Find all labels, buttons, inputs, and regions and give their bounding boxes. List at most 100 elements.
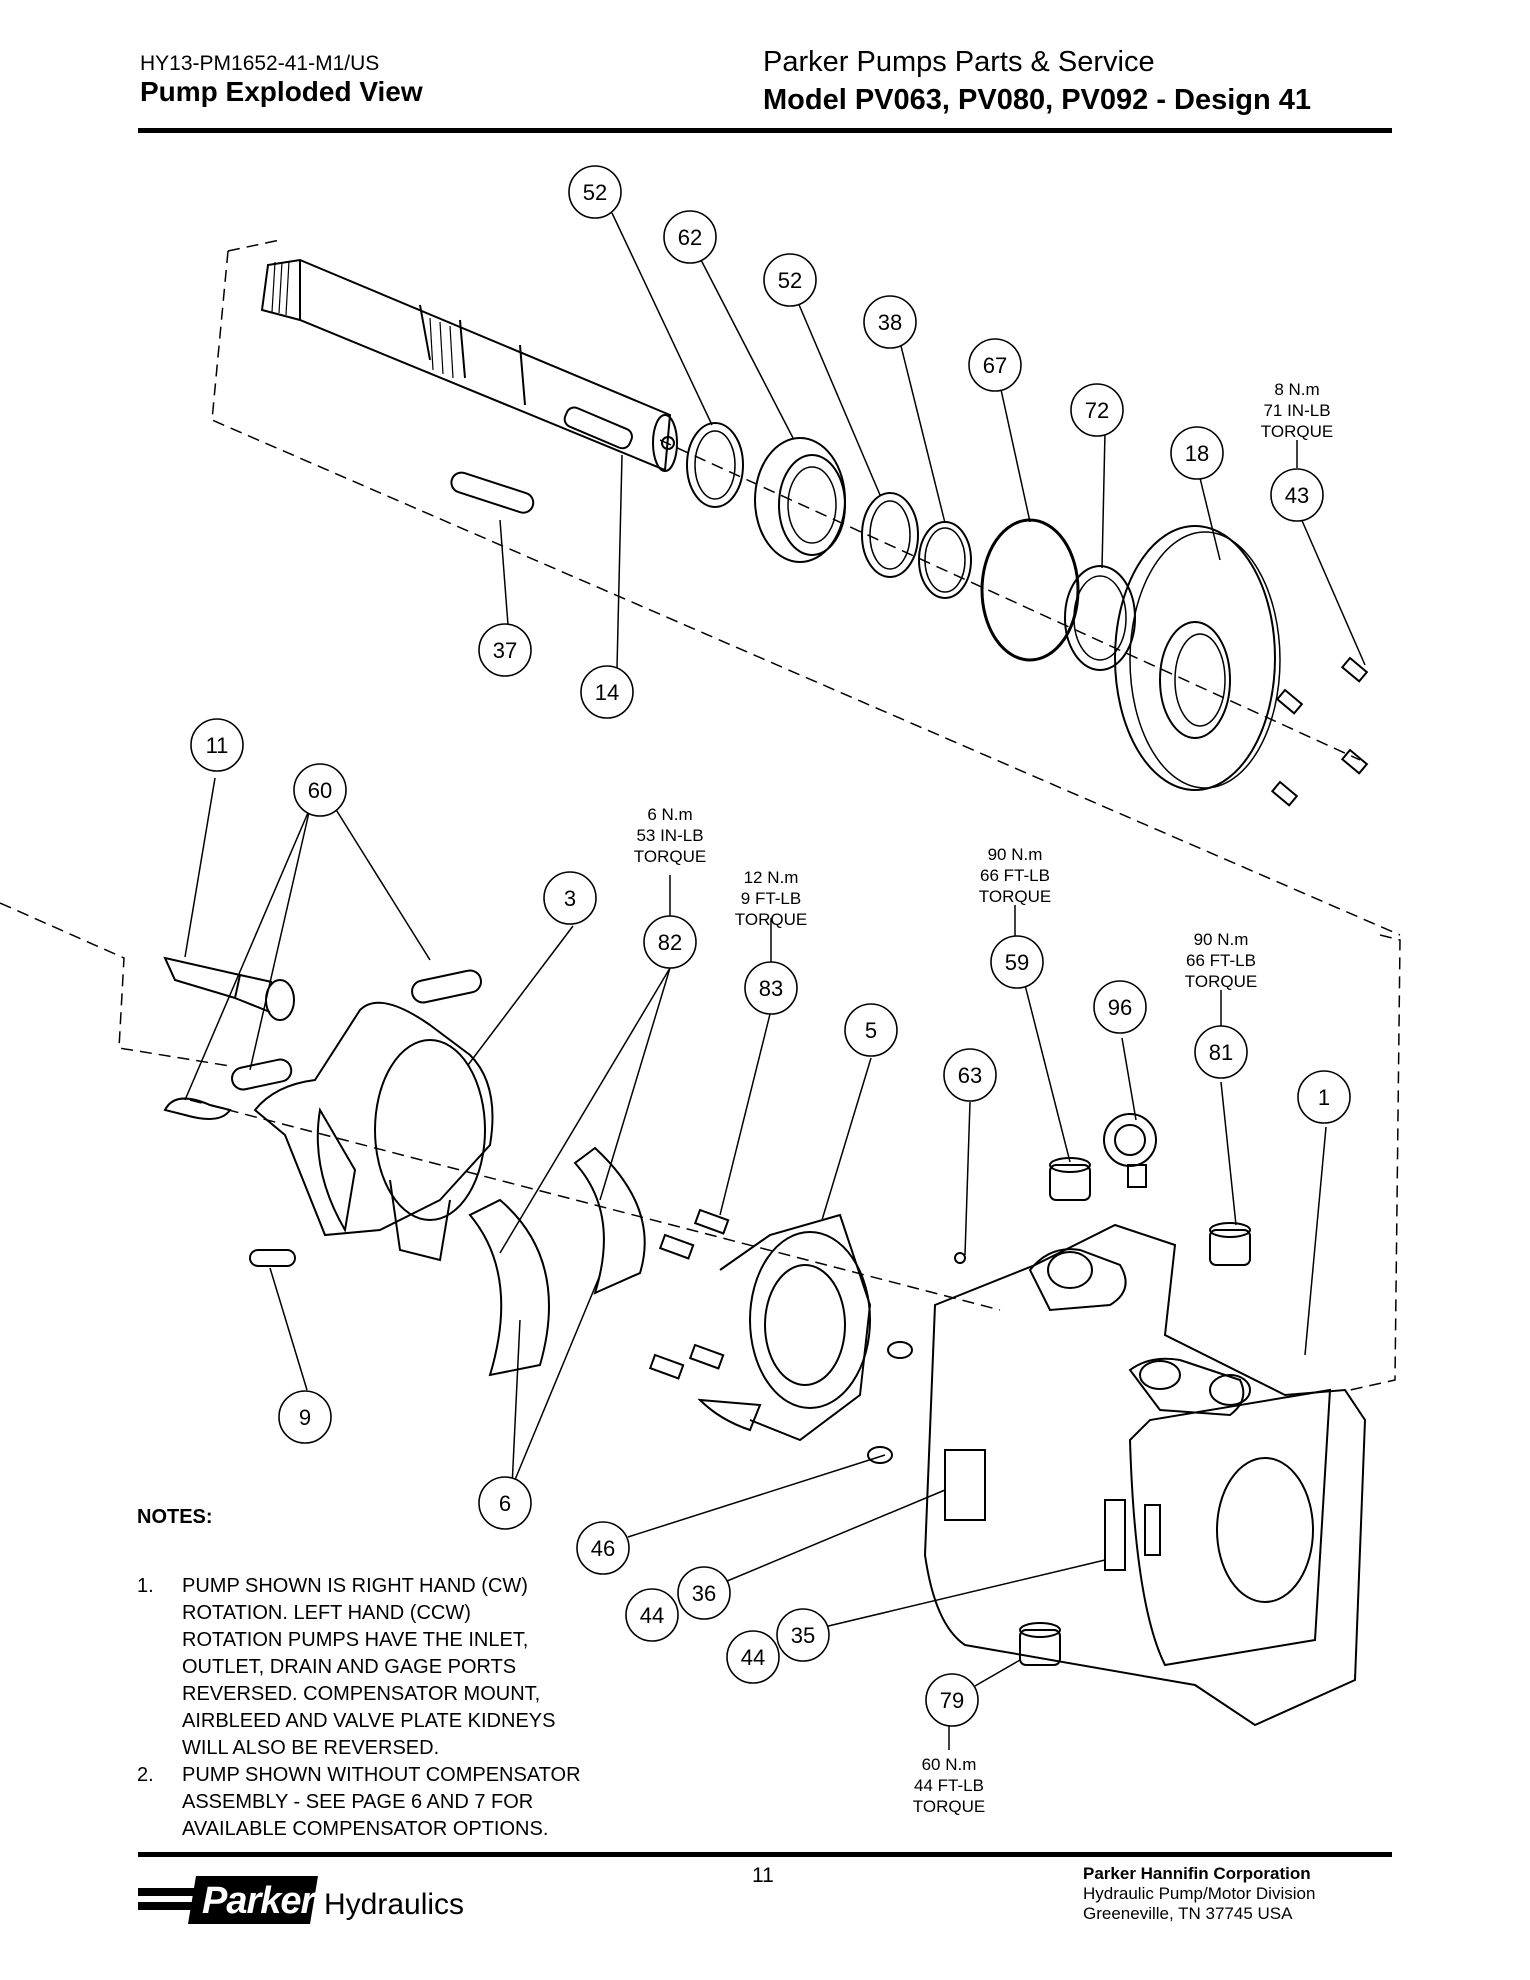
torque-line: 12 N.m <box>744 868 799 887</box>
header-rule <box>138 128 1392 133</box>
model-title: Model PV063, PV080, PV092 - Design 41 <box>763 84 1312 116</box>
callout-circle <box>478 1476 532 1530</box>
callout-circle <box>776 1608 830 1662</box>
callout-label: 81 <box>1209 1040 1233 1065</box>
centerline <box>659 439 1361 761</box>
callout-52a: 52 <box>568 165 622 219</box>
callout-59: 59 <box>990 935 1044 989</box>
callout-79: 79 <box>925 1673 979 1727</box>
callout-label: 6 <box>499 1491 511 1516</box>
callout-label: 11 <box>206 733 229 758</box>
shaft-key <box>450 471 535 514</box>
eye-bolt-96 <box>1103 1113 1157 1188</box>
note-text: PUMP SHOWN IS RIGHT HAND (CW)ROTATION. L… <box>182 1575 556 1759</box>
torque-line: 60 N.m <box>922 1755 977 1774</box>
torque-line: TORQUE <box>735 910 807 929</box>
callout-96: 96 <box>1093 980 1147 1034</box>
callout-label: 96 <box>1108 995 1132 1020</box>
callout-circle <box>726 1630 780 1684</box>
snap-ring-38 <box>918 521 972 599</box>
callout-circle <box>293 763 347 817</box>
torque-line: 90 N.m <box>1194 930 1249 949</box>
section-title: Pump Exploded View <box>140 76 423 107</box>
callout-43: 43 <box>1270 468 1324 522</box>
callout-circle <box>844 1003 898 1057</box>
o-ring-67 <box>980 518 1080 662</box>
callout-label: 72 <box>1085 398 1109 423</box>
note-number: 2. <box>137 1764 154 1786</box>
callout-circle <box>543 871 597 925</box>
cover-screws-43 <box>1270 656 1369 807</box>
torque-line: 44 FT-LB <box>914 1776 984 1795</box>
notes-title: NOTES: <box>137 1506 213 1528</box>
callout-46: 46 <box>576 1521 630 1575</box>
parker-logo <box>138 1876 318 1924</box>
callout-label: 18 <box>1185 441 1209 466</box>
callout-circle <box>1297 1070 1351 1124</box>
torque-line: TORQUE <box>979 887 1051 906</box>
callout-37: 37 <box>478 623 532 677</box>
callout-circle <box>663 210 717 264</box>
callout-circle <box>1170 426 1224 480</box>
corp-name: Parker Hannifin Corporation <box>1083 1864 1311 1883</box>
corp-address: Greeneville, TN 37745 USA <box>1083 1904 1293 1923</box>
o-ring-63 <box>954 1252 966 1264</box>
centerline-lower <box>189 1099 1001 1311</box>
callout-label: 3 <box>564 886 576 911</box>
hydraulics-label: Hydraulics <box>324 1888 465 1921</box>
corp-division: Hydraulic Pump/Motor Division <box>1083 1884 1316 1903</box>
callout-72: 72 <box>1070 383 1124 437</box>
leader-lines <box>184 212 1366 1750</box>
torque-line: 53 IN-LB <box>636 826 703 845</box>
callout-label: 1 <box>1318 1085 1330 1110</box>
callout-circle <box>968 338 1022 392</box>
callout-label: 63 <box>958 1063 982 1088</box>
callout-circle <box>677 1566 731 1620</box>
parker-logo-word: Parker <box>202 1880 315 1922</box>
callout-circle <box>625 1588 679 1642</box>
callout-11: 11 <box>190 718 244 772</box>
torque-line: 8 N.m <box>1274 380 1319 399</box>
callout-67: 67 <box>968 338 1022 392</box>
torque-line: 9 FT-LB <box>741 889 801 908</box>
callout-circle <box>1194 1025 1248 1079</box>
torque-line: TORQUE <box>634 847 706 866</box>
document-code: HY13-PM1652-41-M1/US <box>140 52 380 75</box>
callout-62: 62 <box>663 210 717 264</box>
callout-circle <box>863 295 917 349</box>
series-title: Parker Pumps Parts & Service <box>763 46 1155 78</box>
callout-label: 38 <box>878 310 902 335</box>
callout-label: 60 <box>308 778 332 803</box>
callout-63: 63 <box>943 1048 997 1102</box>
callout-label: 44 <box>640 1603 664 1628</box>
callout-6: 6 <box>478 1476 532 1530</box>
footer-rule <box>138 1852 1392 1857</box>
torque-line: 90 N.m <box>988 845 1043 864</box>
callout-label: 37 <box>493 638 517 663</box>
callout-circle <box>278 1390 332 1444</box>
pump-housing-1 <box>867 1223 1367 1727</box>
callout-label: 36 <box>692 1581 716 1606</box>
callout-5: 5 <box>844 1003 898 1057</box>
plug-79 <box>1019 1622 1061 1666</box>
callout-circle <box>580 665 634 719</box>
callout-label: 9 <box>299 1405 311 1430</box>
shaft-seal-72 <box>1064 565 1136 671</box>
upper-boundary-line <box>227 239 281 252</box>
housing-right-boundary-line <box>1349 934 1401 1391</box>
housing-boundary-line <box>0 902 231 1067</box>
callout-38: 38 <box>863 295 917 349</box>
callout-circle <box>1070 383 1124 437</box>
bearing-62 <box>754 437 846 563</box>
callout-group: 5262523867721843371411603828355996638119… <box>190 165 1351 1727</box>
saddle-bearing-6a <box>468 1198 550 1377</box>
callout-44a: 44 <box>625 1588 679 1642</box>
page-number: 11 <box>752 1864 774 1887</box>
retaining-ring-52a <box>686 422 744 508</box>
callout-label: 52 <box>778 268 802 293</box>
callout-circle <box>943 1048 997 1102</box>
